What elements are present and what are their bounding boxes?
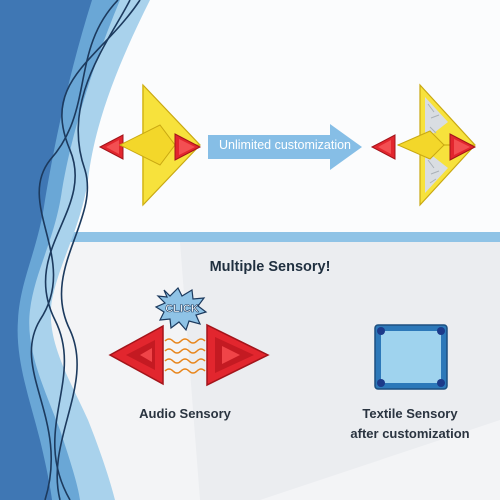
spring-icon <box>164 338 206 374</box>
decorative-wire-lines <box>30 0 141 500</box>
bottom-panel-shade <box>180 242 500 500</box>
audio-sensory-label: Audio Sensory <box>139 406 231 421</box>
click-burst-icon: CLICK <box>154 286 208 332</box>
airplane-tile-model-foil-icon <box>370 83 477 207</box>
textile-sensory-label: Textile Sensory <box>362 406 458 421</box>
textile-sensory-sublabel: after customization <box>350 426 470 441</box>
svg-text:CLICK: CLICK <box>165 303 199 315</box>
section-heading: Multiple Sensory! <box>209 259 331 275</box>
arrow-icon <box>208 124 362 170</box>
triangle-tile-icon <box>206 323 270 387</box>
triangle-tile-icon <box>108 324 164 386</box>
arrow-label: Unlimited customization <box>219 138 351 152</box>
square-tile-icon <box>374 324 448 390</box>
left-deep-wave <box>0 0 92 500</box>
section-divider <box>0 232 500 242</box>
airplane-tile-model-icon <box>98 83 202 207</box>
